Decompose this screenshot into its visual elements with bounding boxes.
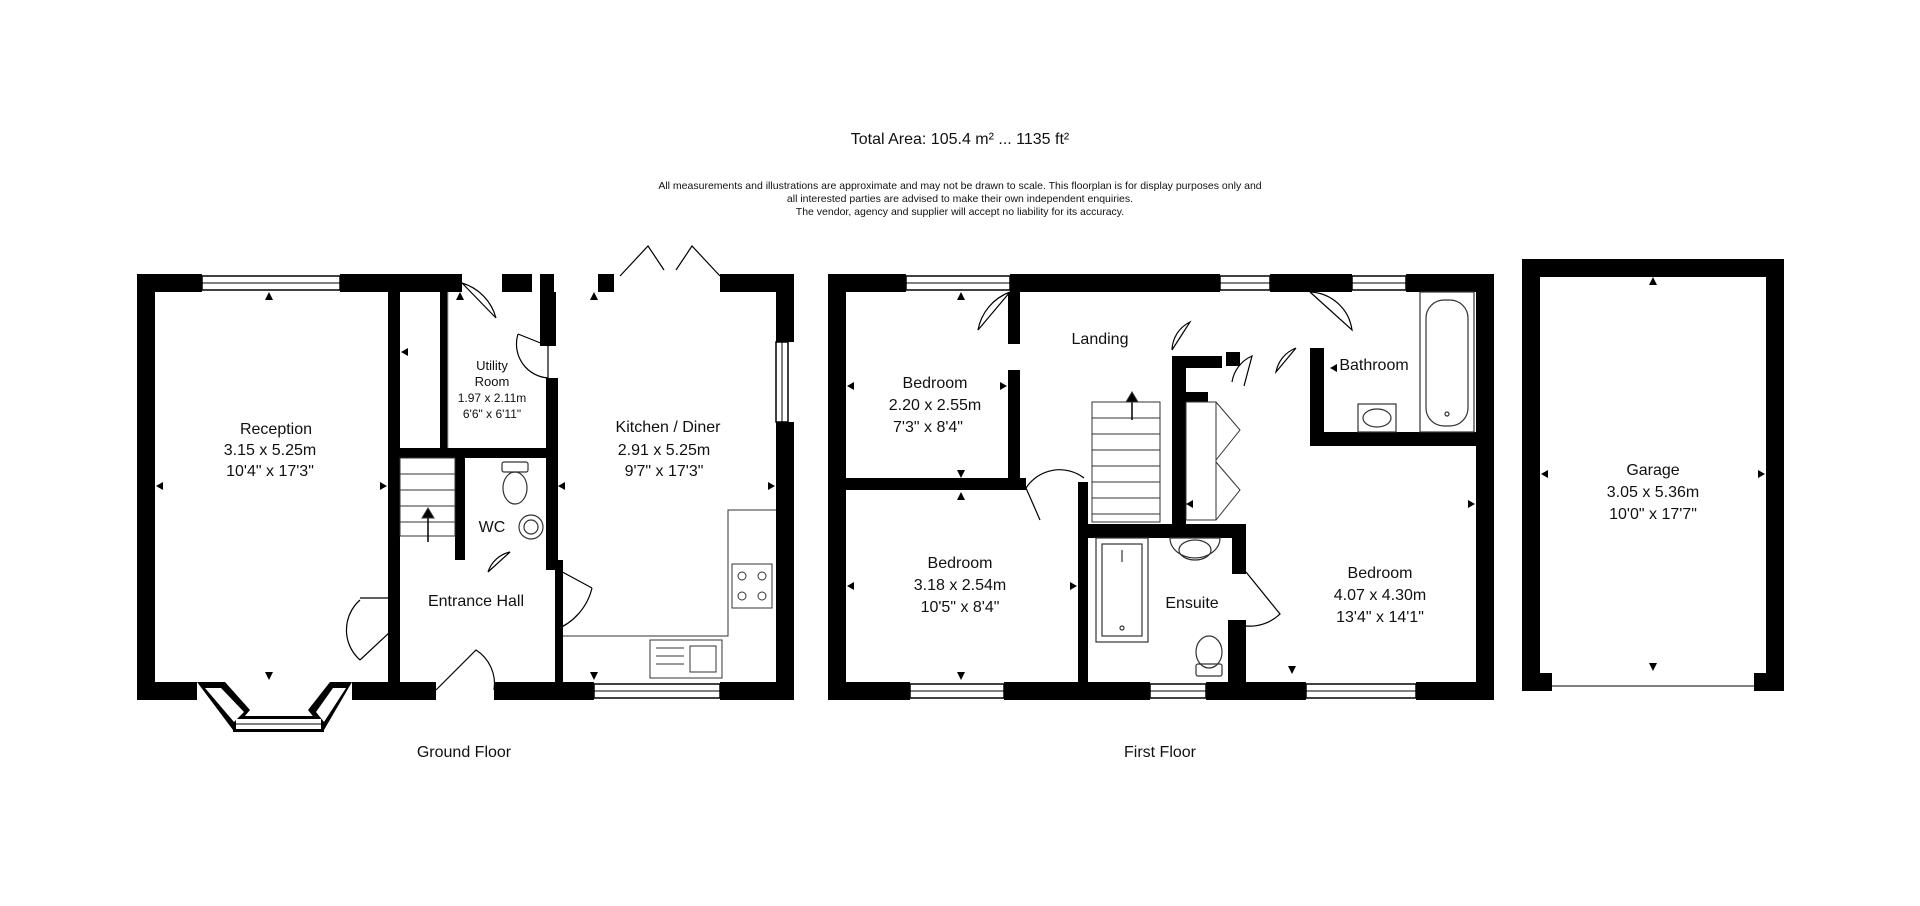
garage-dimension-arrows — [1541, 277, 1765, 671]
garage-imperial: 10'0" x 17'7" — [1609, 506, 1697, 523]
bedroom-small-metric: 2.20 x 2.55m — [889, 397, 982, 414]
garage-name: Garage — [1626, 462, 1679, 479]
disclaimer-line-1: All measurements and illustrations are a… — [658, 180, 1262, 192]
kitchen-worktop — [563, 509, 776, 679]
ensuite-name: Ensuite — [1165, 595, 1218, 612]
first-floor-window-panes — [906, 282, 1416, 692]
first-floor-plan: Bedroom 2.20 x 2.55m 7'3" x 8'4" Landing… — [828, 274, 1494, 761]
utility-imperial: 6'6" x 6'11" — [463, 407, 521, 421]
ensuite-basin-icon — [1169, 537, 1221, 561]
bedroom-main-imperial: 13'4" x 14'1" — [1336, 609, 1424, 626]
ensuite-toilet-icon — [1195, 635, 1223, 677]
ground-floor-label: Ground Floor — [417, 744, 512, 761]
reception-name: Reception — [240, 421, 312, 438]
first-floor-stairs — [1091, 391, 1161, 523]
ground-floor-stairs — [399, 457, 456, 542]
first-floor-label: First Floor — [1124, 744, 1197, 761]
bedroom-front-metric: 3.18 x 2.54m — [914, 577, 1007, 594]
bedroom-main-metric: 4.07 x 4.30m — [1334, 587, 1427, 604]
bathroom-name: Bathroom — [1339, 357, 1408, 374]
garage-plan: Garage 3.05 x 5.36m 10'0" x 17'7" — [1522, 259, 1784, 691]
reception-metric: 3.15 x 5.25m — [224, 442, 317, 459]
garage-metric: 3.05 x 5.36m — [1607, 484, 1700, 501]
total-area: Total Area: 105.4 m² ... 1135 ft² — [850, 131, 1070, 148]
first-floor-doors — [977, 291, 1353, 627]
kitchen-name: Kitchen / Diner — [616, 419, 722, 436]
bedroom-front-imperial: 10'5" x 8'4" — [921, 599, 1000, 616]
utility-name-2: Room — [475, 374, 510, 389]
first-floor-windows — [905, 275, 1417, 699]
shower-icon — [1095, 537, 1149, 643]
bedroom-small-imperial: 7'3" x 8'4" — [893, 419, 963, 436]
kitchen-imperial: 9'7" x 17'3" — [625, 463, 704, 480]
garage-walls — [1522, 259, 1784, 691]
hob-icon — [731, 563, 773, 609]
wc-name: WC — [479, 519, 506, 536]
disclaimer-line-2: all interested parties are advised to ma… — [786, 193, 1134, 205]
wc-basin-icon — [518, 514, 544, 540]
bedroom-small-name: Bedroom — [903, 375, 968, 392]
ground-floor-dimension-arrows — [156, 292, 775, 680]
bath-icon — [1419, 291, 1475, 433]
ground-floor-doors — [345, 245, 721, 691]
reception-imperial: 10'4" x 17'3" — [226, 463, 314, 480]
landing-name: Landing — [1072, 331, 1129, 348]
bedroom-front-name: Bedroom — [928, 555, 993, 572]
ground-floor-windows — [201, 275, 789, 699]
entrance-hall-name: Entrance Hall — [428, 593, 524, 610]
kitchen-metric: 2.91 x 5.25m — [618, 442, 711, 459]
utility-metric: 1.97 x 2.11m — [458, 391, 526, 405]
disclaimer: All measurements and illustrations are a… — [0, 180, 1920, 219]
first-floor-walls — [828, 274, 1494, 700]
wardrobe — [1185, 401, 1241, 521]
first-floor-dimension-arrows — [847, 292, 1475, 680]
wc-toilet-icon — [501, 461, 529, 505]
bay-window — [197, 682, 352, 732]
bedroom-main-name: Bedroom — [1348, 565, 1413, 582]
bathroom-basin-icon — [1357, 403, 1397, 433]
ground-floor-plan: Reception 3.15 x 5.25m 10'4" x 17'3" Uti… — [137, 245, 794, 761]
disclaimer-line-3: The vendor, agency and supplier will acc… — [795, 206, 1125, 218]
ground-floor-walls — [137, 274, 794, 700]
sink-icon — [649, 639, 723, 679]
utility-name-1: Utility — [476, 358, 508, 373]
